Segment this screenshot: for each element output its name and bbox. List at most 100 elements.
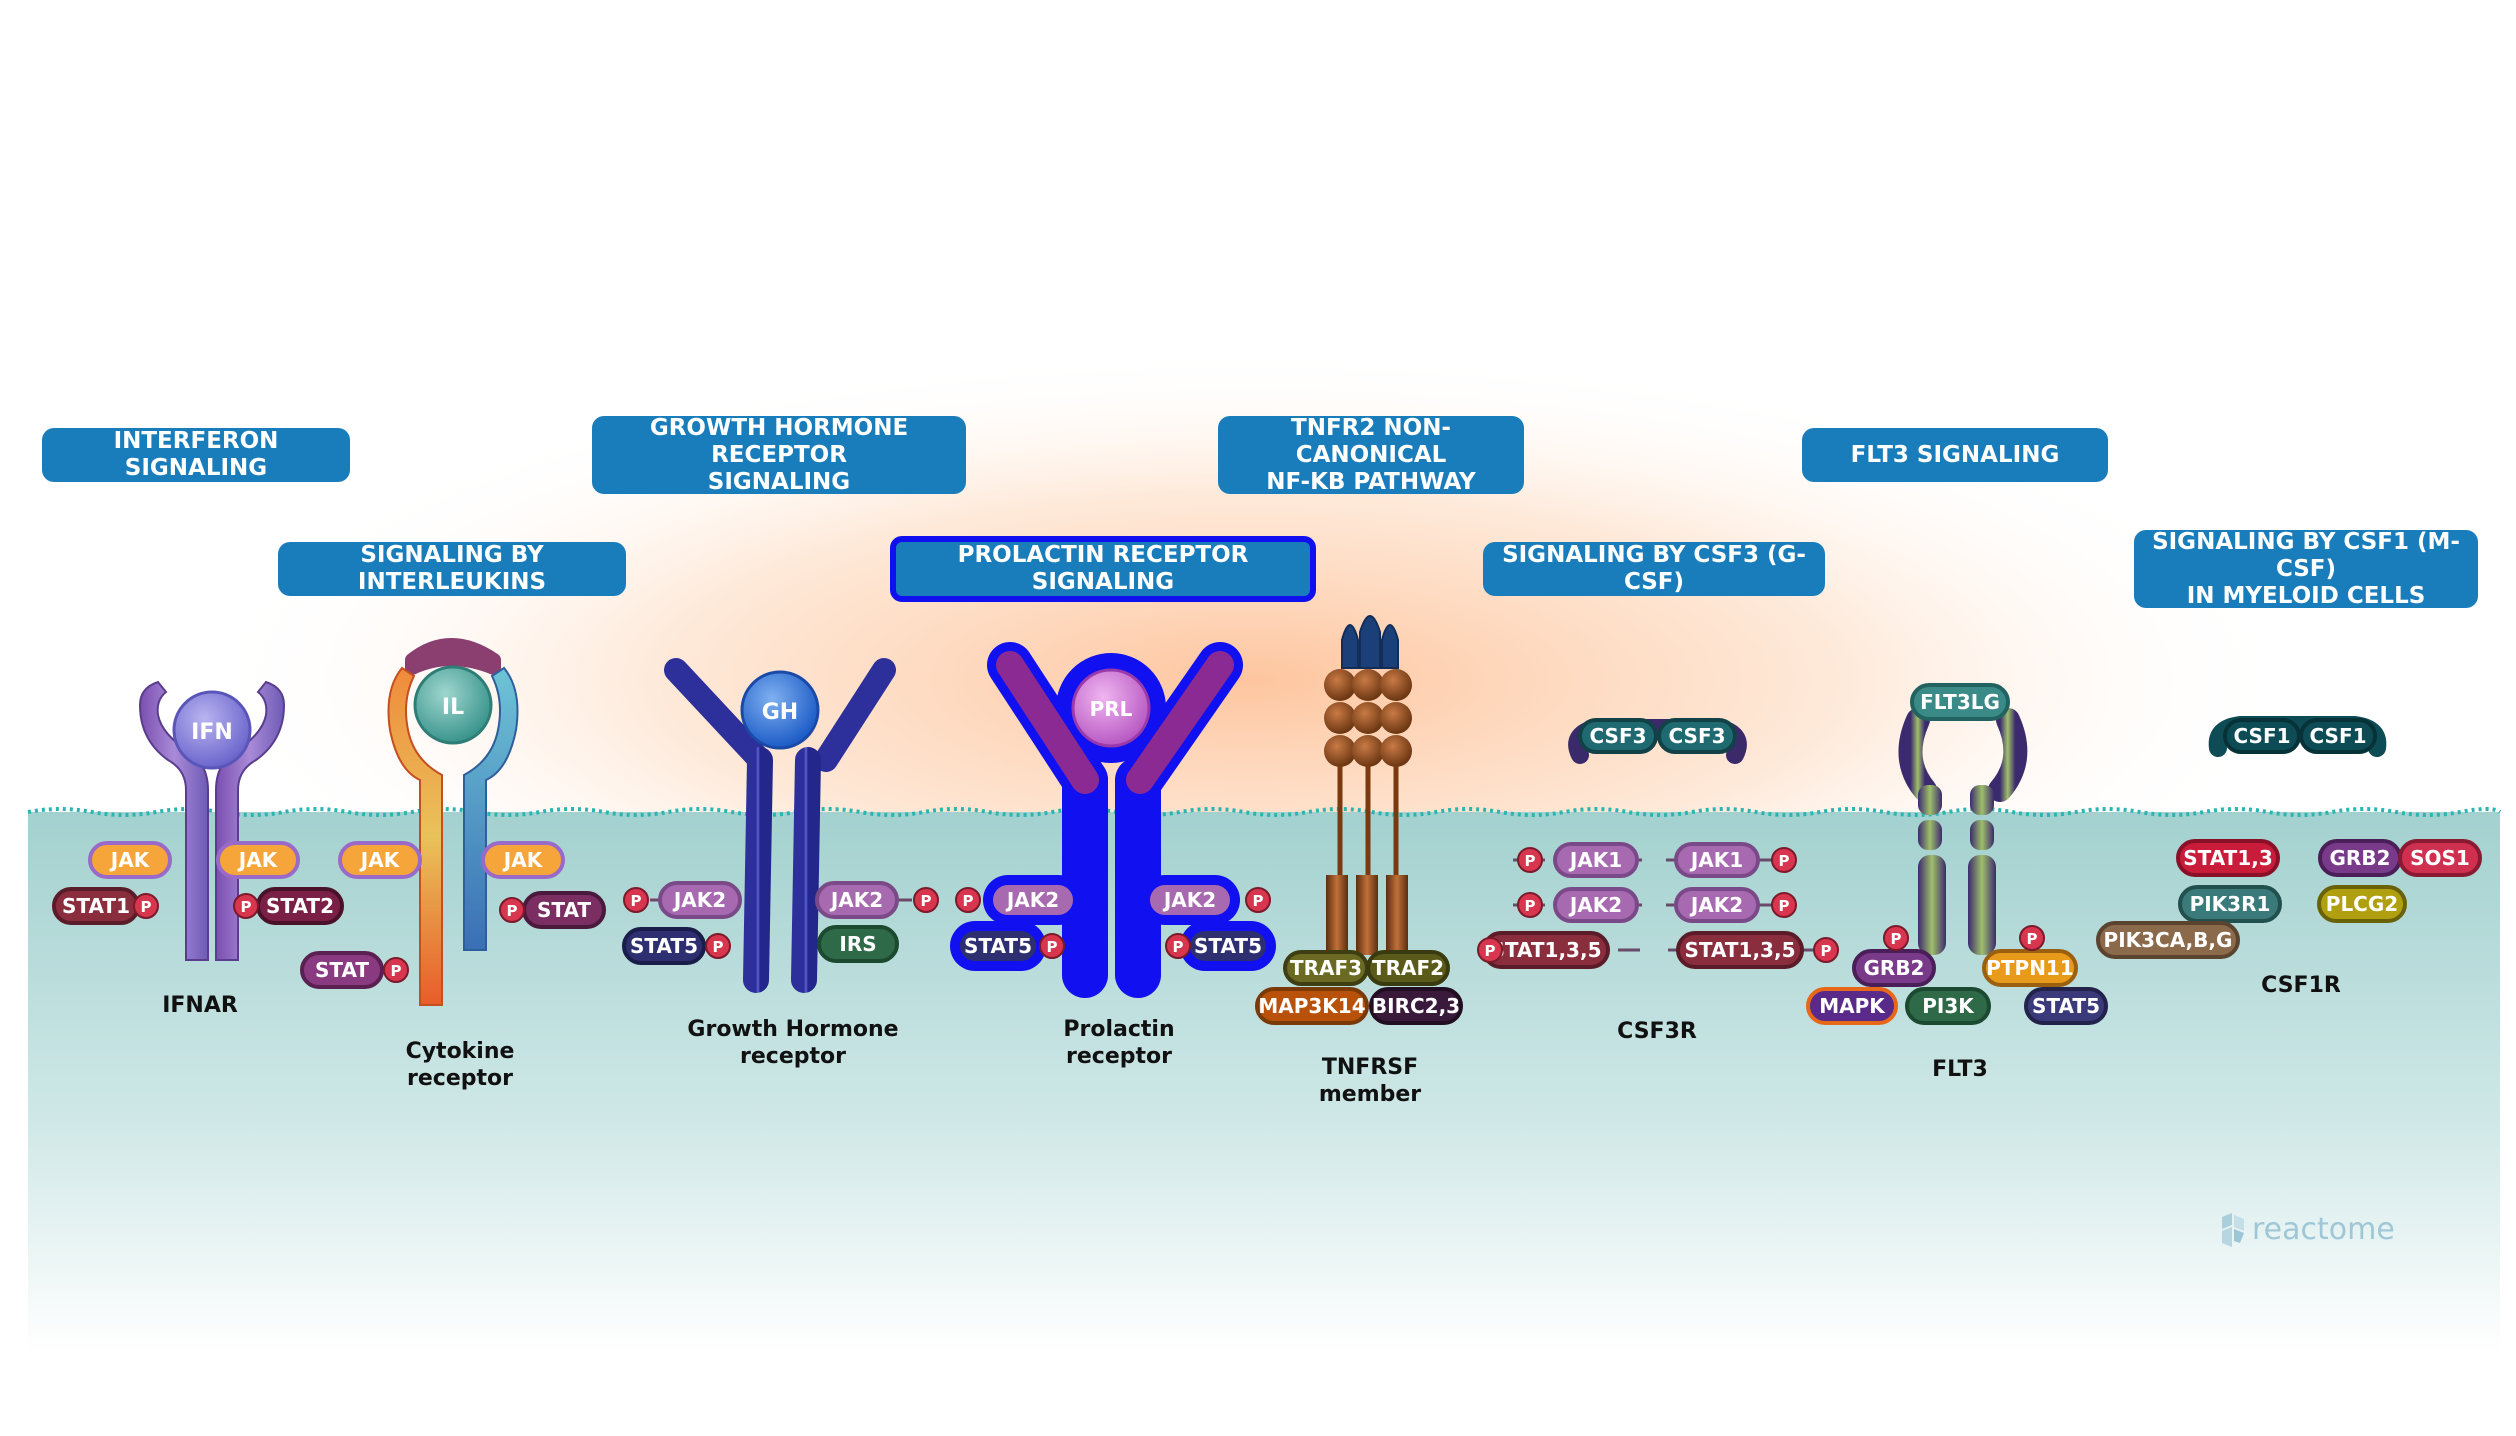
phospho-label: P (241, 898, 252, 916)
tnf-ligand-2 (1359, 615, 1381, 669)
flt3-receptor[interactable] (1898, 708, 2028, 955)
jak2-gh-left[interactable]: JAK2 (658, 881, 742, 919)
stat5-flt3[interactable]: STAT5 (2024, 987, 2108, 1025)
jak-ifnar-left[interactable]: JAK (88, 841, 172, 879)
plcg2-csf1r[interactable]: PLCG2 (2317, 885, 2407, 923)
pathway-tnfr2-non-canonical-nf-kb[interactable]: TNFR2 NON-CANONICAL NF-KB PATHWAY (1218, 415, 1524, 495)
flt3-domain-l2 (1918, 820, 1942, 850)
grb2-flt3-label: GRB2 (1864, 956, 1925, 980)
label-growth-hormone-receptor: Growth Hormone receptor (687, 1017, 899, 1069)
stat-cytokine-right[interactable]: STAT (522, 891, 606, 929)
phospho-label: P (631, 892, 642, 910)
stat13-csf1r[interactable]: STAT1,3 (2176, 839, 2280, 877)
cytokine-chain-beta (463, 666, 519, 951)
stat5-gh[interactable]: STAT5 (622, 927, 706, 965)
flt3-kinase-right (1968, 855, 1996, 955)
prl-arm-left (996, 651, 1099, 794)
stat5-prl-right[interactable]: STAT5 (1180, 921, 1276, 971)
jak2-csf3r-right[interactable]: JAK2 (1674, 887, 1760, 923)
prl-receptor[interactable]: PRL (987, 642, 1243, 998)
stat-cytokine-left-label: STAT (315, 958, 369, 982)
mapk-flt3[interactable]: MAPK (1806, 987, 1898, 1025)
label-cytokine-receptor: Cytokine receptor (405, 1039, 515, 1091)
flt3-domain-l1 (1918, 785, 1942, 815)
pathway-signaling-by-csf1[interactable]: SIGNALING BY CSF1 (M-CSF) IN MYELOID CEL… (2134, 529, 2478, 609)
stat135-csf3r-right[interactable]: STAT1,3,5 (1676, 931, 1804, 969)
jak2-prl-right[interactable]: JAK2 (1140, 875, 1240, 925)
pi3k-flt3[interactable]: PI3K (1905, 987, 1991, 1025)
label-flt3: FLT3 (1932, 1057, 1988, 1082)
csf3-ligand-left[interactable]: CSF3 (1578, 718, 1658, 754)
il-label: IL (442, 695, 464, 720)
jak1-csf3r-left[interactable]: JAK1 (1553, 842, 1639, 878)
irs-gh[interactable]: IRS (817, 925, 899, 963)
ptpn11-flt3[interactable]: PTPN11 (1982, 949, 2078, 987)
csf1-ligand-left[interactable]: CSF1 (2223, 718, 2301, 754)
jak2-csf3r-left[interactable]: JAK2 (1553, 887, 1639, 923)
reactome-logo: reactome (2218, 1212, 2395, 1247)
cytokine-receptor[interactable]: IL (387, 638, 519, 1006)
phospho-label: P (1525, 897, 1536, 915)
stat135-csf3r-left[interactable]: STAT1,3,5 (1482, 931, 1610, 969)
phospho-site: P (1245, 887, 1271, 913)
tnfr-transmembrane (1337, 765, 1399, 875)
flt3lg-ligand[interactable]: FLT3LG (1910, 683, 2010, 721)
pathway-interferon-signaling[interactable]: INTERFERON SIGNALING (42, 428, 350, 482)
flt3lg-ligand-label: FLT3LG (1920, 690, 2000, 714)
jak-cytokine-right[interactable]: JAK (481, 841, 565, 879)
pik3cabg-csf1r-label: PIK3CA,B,G (2104, 928, 2233, 952)
flt3-domain-r1 (1970, 785, 1994, 815)
pi3k-flt3-label: PI3K (1922, 994, 1975, 1018)
pathway-growth-hormone-receptor-signaling[interactable]: GROWTH HORMONE RECEPTOR SIGNALING (592, 415, 966, 495)
jak-cytokine-left-label: JAK (359, 848, 401, 872)
pik3r1-csf1r[interactable]: PIK3R1 (2178, 885, 2282, 923)
csf1-ligand-right[interactable]: CSF1 (2299, 718, 2377, 754)
stat-cytokine-right-label: STAT (537, 898, 591, 922)
phospho-site: P (1039, 933, 1065, 959)
birc23-tnfrsf-label: BIRC2,3 (1372, 994, 1460, 1018)
csf3-ligand-right[interactable]: CSF3 (1657, 718, 1737, 754)
label-prolactin-receptor: Prolactin receptor (1063, 1017, 1175, 1069)
stat2-ifnar[interactable]: STAT2 (256, 887, 344, 925)
birc23-tnfrsf[interactable]: BIRC2,3 (1369, 987, 1463, 1025)
jak-ifnar-right-label: JAK (237, 848, 279, 872)
gh-receptor[interactable]: GH (664, 658, 896, 993)
stat5-prl-left[interactable]: STAT5 (950, 921, 1046, 971)
pathway-prolactin-receptor-signaling[interactable]: PROLACTIN RECEPTOR SIGNALING (890, 536, 1316, 602)
sos1-csf1r[interactable]: SOS1 (2398, 839, 2482, 877)
jak2-gh-right[interactable]: JAK2 (815, 881, 899, 919)
csf3r-receptor[interactable] (1568, 719, 1747, 990)
prl-ligand (1071, 668, 1151, 748)
phospho-label: P (1485, 942, 1496, 960)
phospho-site: P (1813, 937, 1839, 963)
jak-cytokine-left[interactable]: JAK (338, 841, 422, 879)
jak2-gh-left-label: JAK2 (672, 888, 726, 912)
stat2-ifnar-label: STAT2 (266, 894, 334, 918)
pathway-signaling-by-interleukins[interactable]: SIGNALING BY INTERLEUKINS (278, 542, 626, 596)
traf3-tnfrsf[interactable]: TRAF3 (1283, 950, 1369, 986)
traf3-tnfrsf-label: TRAF3 (1290, 956, 1362, 980)
ifnar-receptor[interactable]: IFN (138, 680, 286, 961)
label-csf3r: CSF3R (1617, 1019, 1697, 1044)
stat-cytokine-left[interactable]: STAT (300, 951, 384, 989)
jak-ifnar-left-label: JAK (109, 848, 151, 872)
stat5-gh-label: STAT5 (630, 934, 698, 958)
phospho-label: P (2027, 930, 2038, 948)
grb2-flt3[interactable]: GRB2 (1852, 949, 1936, 987)
pathway-signaling-by-csf3[interactable]: SIGNALING BY CSF3 (G-CSF) (1483, 542, 1825, 596)
jak1-csf3r-right[interactable]: JAK1 (1674, 842, 1760, 878)
tnfr-domains (1324, 669, 1412, 767)
gh-arm-left (664, 658, 772, 772)
phospho-site: P (913, 887, 939, 913)
map3k14-tnfrsf[interactable]: MAP3K14 (1255, 987, 1369, 1025)
grb2-csf1r[interactable]: GRB2 (2318, 839, 2402, 877)
jak-ifnar-right[interactable]: JAK (216, 841, 300, 879)
pik3cabg-csf1r[interactable]: PIK3CA,B,G (2096, 921, 2240, 959)
pathway-flt3-signaling[interactable]: FLT3 SIGNALING (1802, 428, 2108, 482)
gh-label: GH (762, 700, 798, 725)
traf2-tnfrsf[interactable]: TRAF2 (1366, 950, 1450, 986)
stat1-ifnar[interactable]: STAT1 (52, 887, 140, 925)
phospho-label: P (391, 962, 402, 980)
jak2-prl-left[interactable]: JAK2 (983, 875, 1083, 925)
tnfrsf-member[interactable] (1324, 615, 1412, 955)
